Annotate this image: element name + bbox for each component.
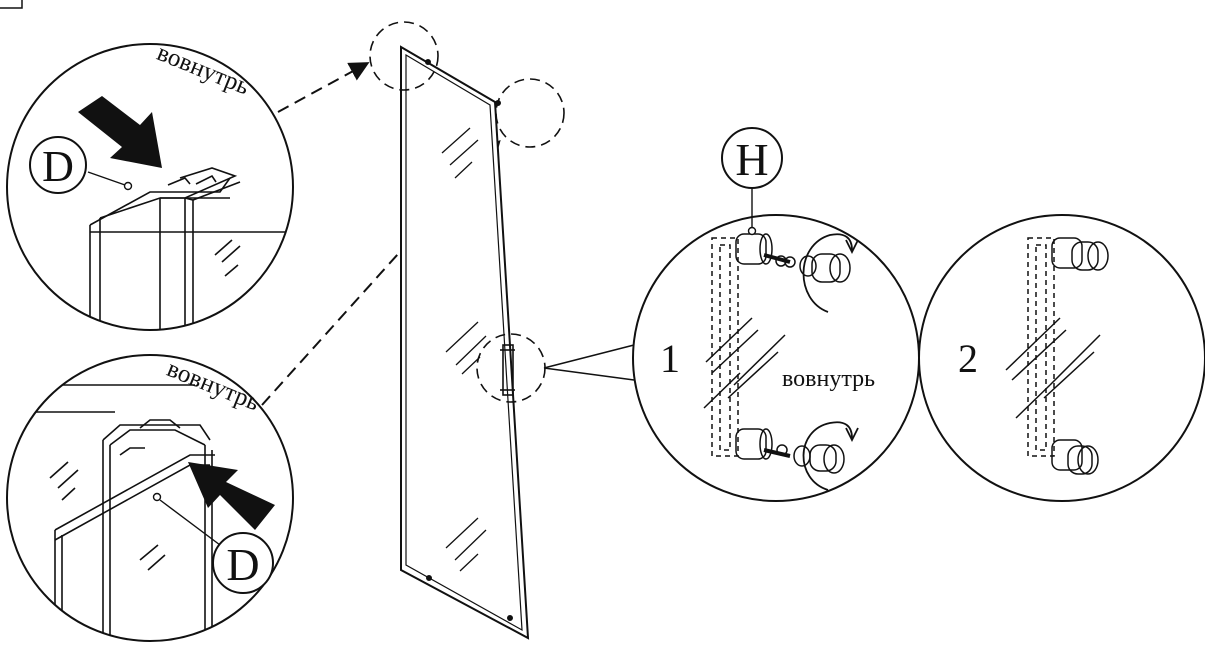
push-arrow-icon [78, 96, 162, 168]
step-1-number: 1 [660, 336, 680, 381]
part-d-label-bottom: D [226, 539, 259, 590]
part-d-marker-bottom [212, 532, 274, 594]
handle-connector [543, 344, 635, 381]
push-arrow-icon [188, 462, 275, 530]
rotate-clockwise-icon [802, 233, 859, 313]
part-h-marker [721, 127, 783, 189]
detail-circle-bottom: D вовнутрь [6, 354, 294, 642]
handle-detail-step-1: H 1 вовнутрь [632, 127, 920, 502]
part-d-label-top: D [42, 142, 74, 191]
part-h-label: H [735, 134, 768, 185]
part-d-marker-top [29, 136, 87, 194]
corner-tab [0, 0, 23, 9]
rotate-clockwise-icon [802, 421, 859, 491]
inward-label-handle: вовнутрь [782, 366, 875, 392]
detail-circle-top: D вовнутрь [6, 39, 294, 331]
step-2-number: 2 [958, 336, 978, 381]
door-panel [400, 45, 530, 640]
handle-detail-step-2: 2 [918, 214, 1205, 502]
